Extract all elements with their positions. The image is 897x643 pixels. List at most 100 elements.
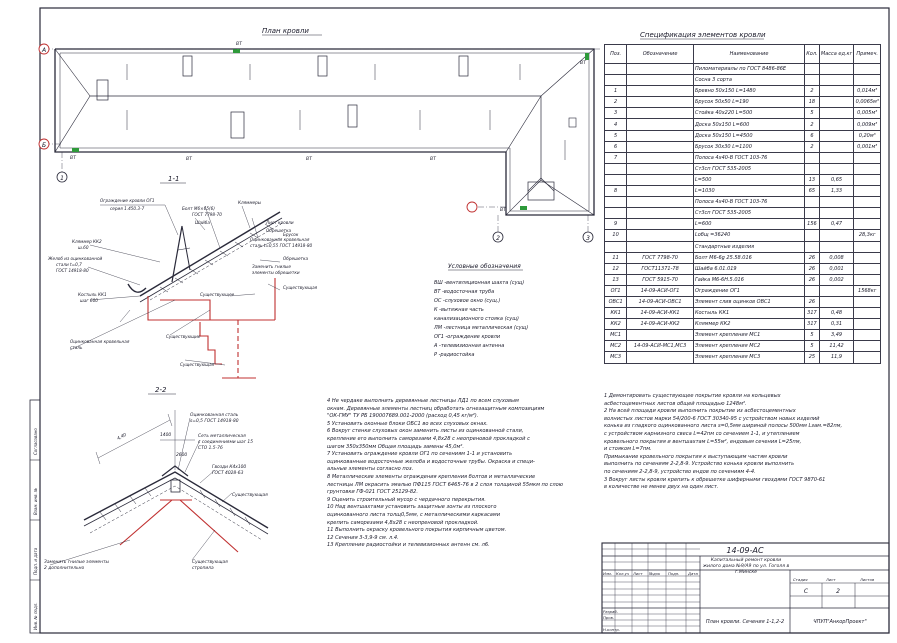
- svg-text:ВТ: ВТ: [186, 156, 193, 162]
- section-1-labels: Ограждение кровли ОГ1 серия 1.450.3-7 Бо…: [47, 198, 318, 367]
- spec-cell: [818, 74, 855, 87]
- section-2-labels: Оцинкованная сталь s=0,5 ГОСТ 14918-80 С…: [44, 412, 268, 571]
- spec-cell: [804, 284, 820, 297]
- spec-cell: [626, 218, 694, 231]
- spec-cell: [818, 284, 855, 297]
- spec-cell: [818, 107, 855, 120]
- svg-text:Существующая: Существующая: [192, 559, 228, 565]
- note-line: 6 Вокруг стенки слуховых окон заменить л…: [327, 428, 524, 435]
- note-line: грунтовки ГФ-021 ГОСТ 25129-82.: [327, 489, 419, 496]
- spec-cell: Элемент крепления МС2: [692, 340, 806, 353]
- spec-cell: L=500: [692, 173, 806, 187]
- legend-item: ОС -слуховое окно (сущ.): [434, 298, 500, 304]
- spec-row: Пиломатериалы по ГОСТ 8486-86Е: [603, 62, 881, 76]
- spec-cell: 18: [804, 96, 820, 109]
- legend: Условные обозначения ВШ -вентиляционная …: [433, 263, 528, 358]
- svg-text:Кляммеры: Кляммеры: [238, 200, 262, 205]
- spec-cell: [626, 118, 694, 131]
- spec-cell: [853, 196, 881, 209]
- spec-cell: Ст3сп ГОСТ 535-2005: [692, 162, 806, 175]
- spec-cell: [626, 62, 694, 76]
- spec-cell: 6: [804, 129, 820, 142]
- spec-cell: Болт М6-6g 25.58.016: [692, 251, 806, 264]
- spec-header-cell: Кол.: [804, 44, 820, 64]
- title-block: [601, 542, 890, 634]
- svg-text:Подп.: Подп.: [668, 571, 680, 576]
- note-line: 7 Установить ограждение кровли ОГ1 по се…: [327, 451, 513, 458]
- spec-cell: 317: [804, 318, 820, 331]
- spec-cell: ОГ1: [603, 284, 628, 297]
- spec-cell: 5: [603, 129, 628, 142]
- note-line: оцинкованные водосточные желоба и водост…: [327, 458, 535, 465]
- spec-cell: [853, 151, 881, 164]
- spec-cell: 0,0065м³: [853, 96, 881, 109]
- spec-cell: 14-09-АСИ-ОГ1: [626, 284, 694, 297]
- note-line: окнам. Деревянные элементы лестниц обраб…: [327, 405, 545, 412]
- spec-cell: [626, 151, 694, 164]
- spec-cell: 7: [603, 151, 628, 164]
- spec-cell: Бревно 50x150 L=1480: [692, 85, 806, 98]
- legend-title: Условные обозначения: [448, 263, 521, 270]
- spec-cell: 2: [804, 85, 820, 98]
- svg-text:2600: 2600: [176, 452, 187, 458]
- svg-text:Дата: Дата: [687, 571, 699, 576]
- spec-cell: Гайка М6-6Н.5.016: [692, 273, 806, 286]
- note-line: асбестоцементных листов общей площадью 1…: [604, 400, 747, 407]
- spec-cell: Полоса 4x40-В ГОСТ 103-76: [692, 151, 806, 164]
- spec-cell: 317: [804, 307, 820, 320]
- spec-cell: 11,9: [818, 351, 855, 364]
- spec-cell: [853, 262, 881, 275]
- svg-text:ВТ: ВТ: [430, 156, 437, 162]
- spec-cell: КК1: [603, 307, 628, 320]
- spec-cell: ГОСТ 5915-70: [626, 273, 694, 286]
- note-line: 2 На всей площади кровли выполнить покры…: [604, 408, 796, 415]
- spec-cell: 8: [603, 185, 628, 198]
- legend-item: ВТ -водосточная труба: [434, 289, 494, 295]
- svg-text:Оцинкованная кровельная: Оцинкованная кровельная: [250, 237, 310, 242]
- title-block-values: С 2 14-09-АС План кровли. Сечения 1-1,2-…: [706, 546, 867, 625]
- sheet-frame: [39, 7, 890, 634]
- svg-text:Сеть металлическая: Сеть металлическая: [198, 433, 246, 439]
- spec-cell: 12: [603, 262, 628, 275]
- note-line: 10 Над вентшахтами установить защитные з…: [327, 504, 497, 511]
- spec-cell: [626, 229, 694, 242]
- svg-text:Лист: Лист: [632, 571, 643, 576]
- svg-text:Обрешетка: Обрешетка: [283, 256, 308, 261]
- spec-cell: 6: [603, 140, 628, 153]
- side-strip-frame: [29, 399, 41, 634]
- svg-text:Костыль КК1: Костыль КК1: [78, 292, 107, 297]
- axis-label-2: 2: [496, 235, 500, 242]
- svg-text:Существующая: Существующая: [283, 285, 318, 290]
- spec-cell: [626, 129, 694, 142]
- plan-title: План кровли: [262, 27, 309, 35]
- legend-item: ВШ -вентиляционная шахта (сущ): [434, 280, 524, 286]
- svg-text:ш.60: ш.60: [78, 245, 89, 250]
- legend-item: А -телевизионная антенна: [433, 343, 504, 349]
- spec-cell: [818, 240, 855, 253]
- svg-text:Заменить гнилые элементы: Заменить гнилые элементы: [44, 559, 110, 565]
- svg-text:ВТ: ВТ: [236, 41, 243, 47]
- svg-text:стали t=0,7: стали t=0,7: [56, 262, 82, 267]
- svg-text:Лист: Лист: [825, 577, 836, 582]
- note-line: "ОК-ГМУ" ТУ РБ 190007689.001-2000 (расхо…: [327, 413, 479, 420]
- section-2-title: 2-2: [155, 386, 167, 394]
- svg-text:Подп. и дата: Подп. и дата: [33, 547, 38, 575]
- spec-cell: [853, 307, 881, 320]
- note-line: с устройством карнизного свеса L=42пм со…: [604, 430, 800, 437]
- spec-cell: [603, 207, 628, 220]
- note-line: 3 Вокруг листы кровли крепить к обрешетк…: [604, 476, 826, 483]
- spec-cell: [818, 207, 855, 220]
- spec-cell: [626, 162, 694, 175]
- spec-cell: МС2: [603, 340, 628, 353]
- svg-text:шаг 600: шаг 600: [80, 298, 98, 303]
- spec-cell: 28,3кг: [853, 229, 881, 242]
- spec-cell: [626, 107, 694, 120]
- svg-text:Пров.: Пров.: [603, 615, 614, 620]
- spec-cell: 0,002: [818, 273, 855, 286]
